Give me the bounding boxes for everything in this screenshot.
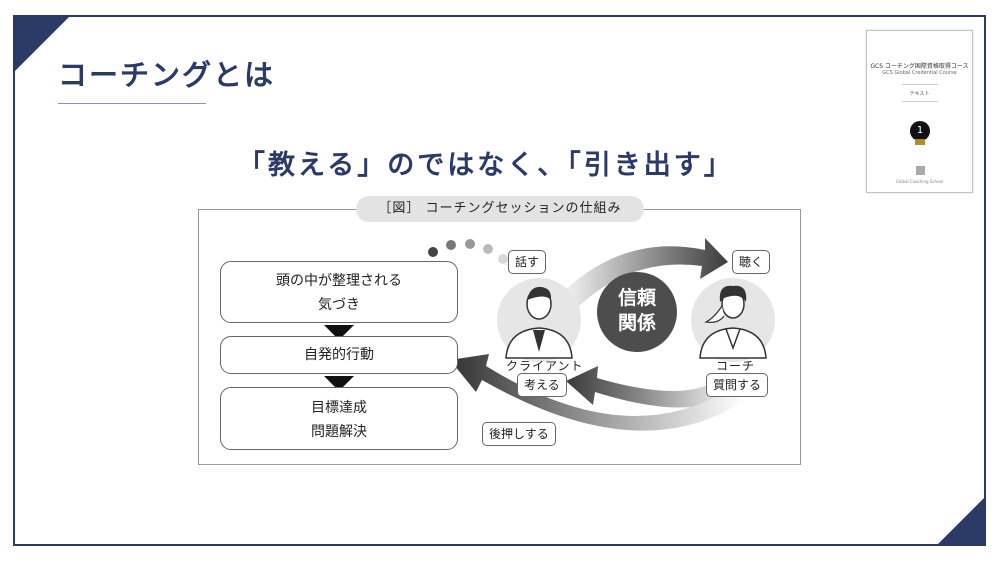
step-box-goal: 目標達成 問題解決 — [220, 387, 458, 450]
step-text: 自発的行動 — [304, 347, 374, 363]
step-text: 問題解決 — [311, 424, 367, 440]
progress-dot — [483, 244, 493, 254]
think-tag: 考える — [517, 373, 567, 397]
headline: 「教える」のではなく、「引き出す」 — [238, 150, 734, 181]
thumbnail-footer: Global Coaching School — [895, 179, 944, 184]
listen-tag: 聴く — [732, 250, 771, 274]
arrow-question-to-client — [566, 366, 738, 408]
arrow-talk-to-coach — [555, 238, 728, 310]
coach-person-icon — [691, 278, 775, 362]
progress-dot — [498, 254, 508, 264]
corner-accent-bottom-right — [936, 496, 986, 546]
trust-text: 関係 — [617, 312, 656, 334]
step-text: 頭の中が整理される — [276, 273, 402, 289]
figure-caption: ［図］ コーチングセッションの仕組み — [356, 196, 644, 222]
client-person-icon — [497, 278, 581, 362]
question-tag: 質問する — [706, 373, 769, 397]
badge-ribbon-icon — [915, 139, 925, 145]
step-text: 気づき — [318, 297, 360, 313]
trust-text: 信頼 — [617, 287, 656, 309]
thumbnail-divider — [902, 84, 938, 85]
thumbnail-title: GCS コーチング国際資格取得コース — [870, 63, 969, 70]
step-box-awareness: 頭の中が整理される 気づき — [220, 261, 458, 323]
trust-label: 信頼 関係 — [597, 286, 677, 336]
progress-dot — [446, 240, 456, 250]
slide-frame — [13, 15, 986, 546]
talk-tag: 話す — [508, 250, 547, 274]
textbook-cover-thumbnail: GCS コーチング国際資格取得コース GCS Global Credential… — [866, 30, 973, 193]
progress-dot — [428, 247, 438, 257]
client-label: クライアント — [506, 359, 584, 373]
step-text: 目標達成 — [311, 400, 367, 416]
school-logo-icon — [916, 166, 925, 175]
arrow-push-to-action — [450, 354, 745, 431]
trust-circle — [597, 272, 677, 352]
page-title: コーチングとは — [58, 58, 276, 92]
title-underline — [58, 103, 206, 104]
step-box-action: 自発的行動 — [220, 336, 458, 374]
thumbnail-divider — [902, 101, 938, 102]
thumbnail-badge: 1 — [910, 121, 930, 141]
thumbnail-subtitle: GCS Global Credential Course — [882, 70, 957, 76]
coach-label: コーチ — [716, 359, 756, 373]
progress-dot — [465, 239, 475, 249]
thumbnail-label: テキスト — [909, 91, 930, 97]
corner-accent-top-left — [13, 15, 71, 73]
push-tag: 後押しする — [482, 422, 556, 446]
